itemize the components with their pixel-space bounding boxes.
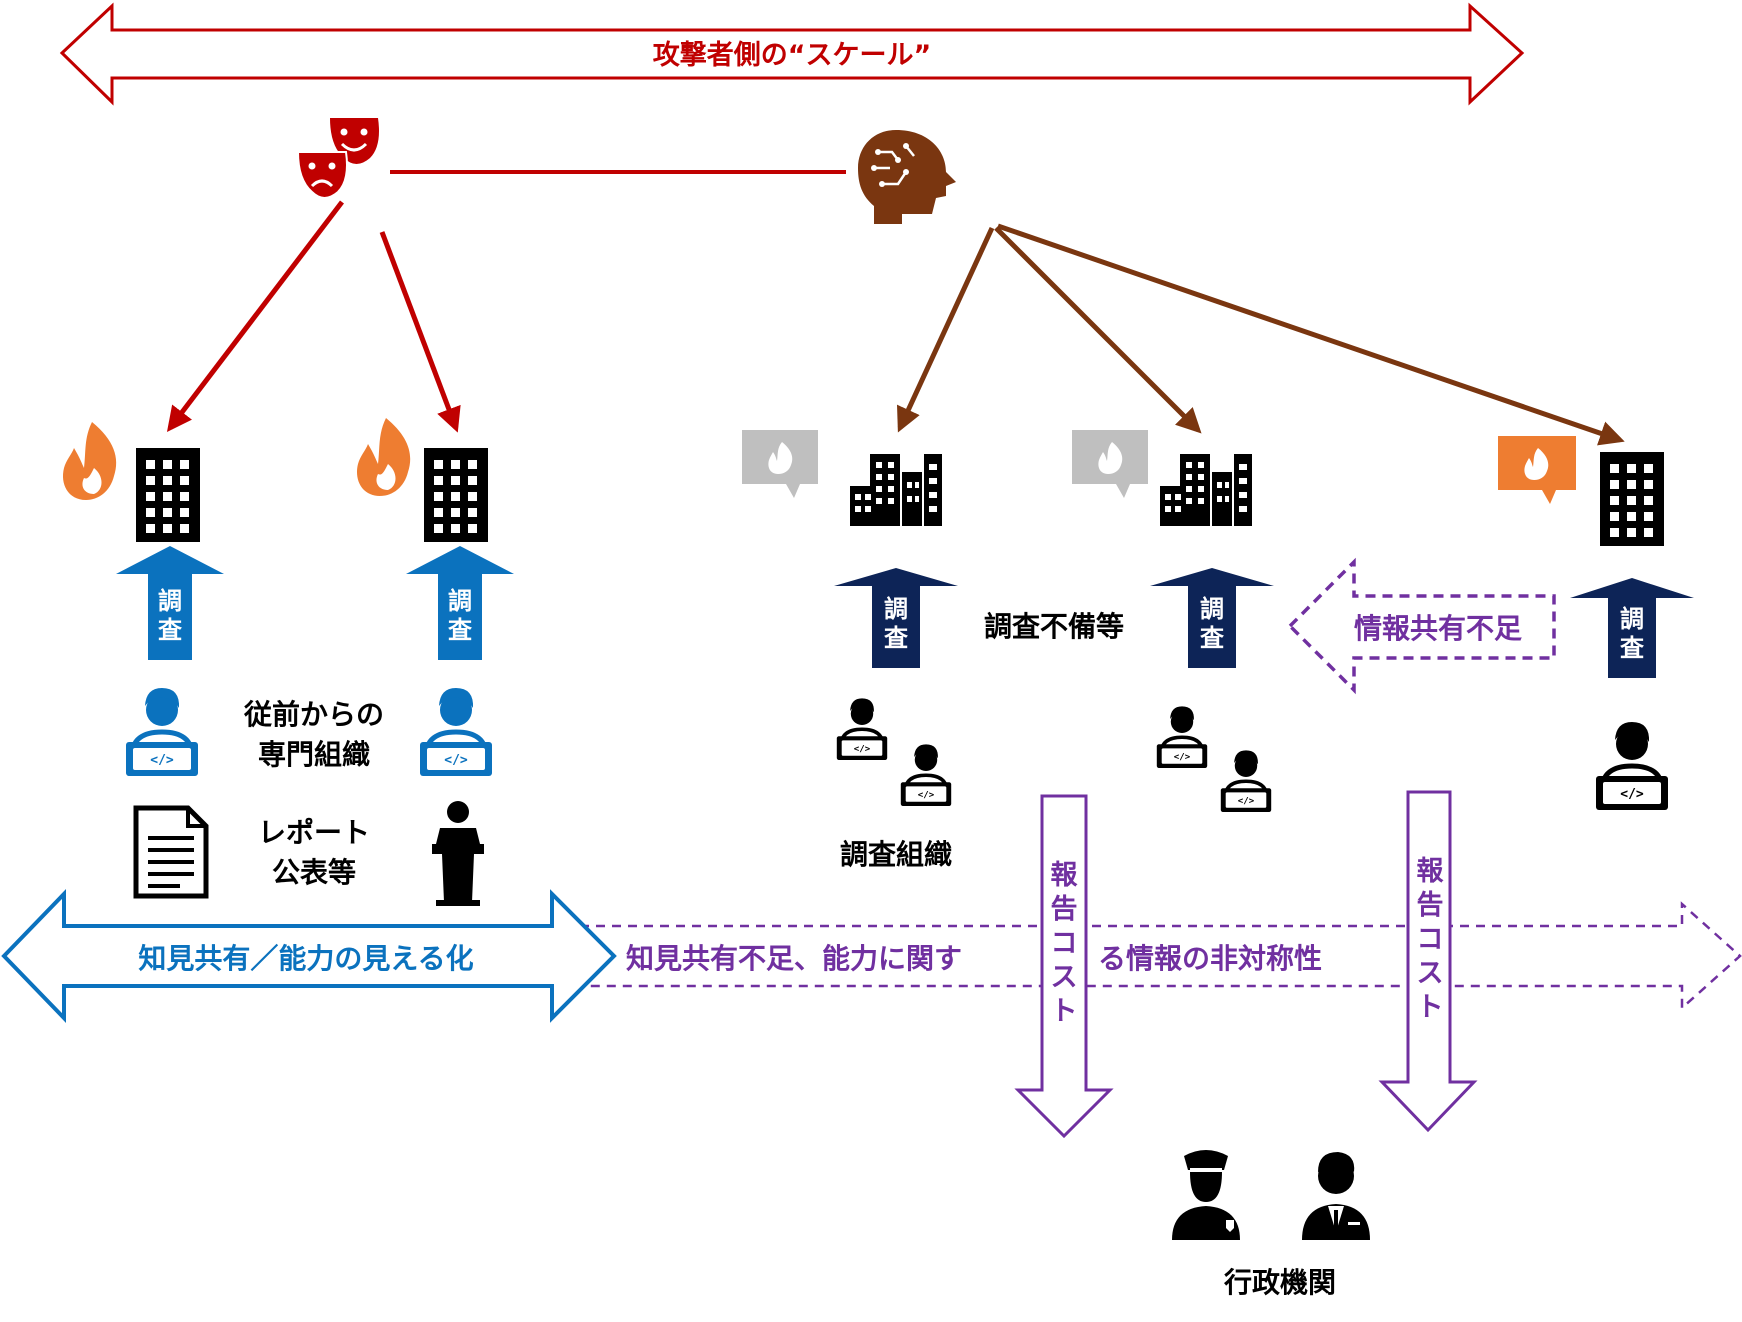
investigate-arrow-left-2: 調 査 <box>406 546 514 660</box>
developer-laptop-icon <box>899 742 953 808</box>
office-building-icon <box>136 448 200 542</box>
ai-head-icon <box>858 130 956 224</box>
svg-text:査: 査 <box>884 624 908 652</box>
developer-laptop-icon <box>1219 748 1273 814</box>
svg-text:査: 査 <box>1620 634 1644 662</box>
investigate-arrow-right-1: 調 査 <box>834 568 958 668</box>
report-cost-arrow-2: 報告コスト <box>1378 790 1478 1133</box>
vertical-text: 報告コスト <box>1417 856 1445 1023</box>
developer-laptop-icon <box>126 688 198 776</box>
investigate-arrow-right-3: 調 査 <box>1570 578 1694 678</box>
theater-masks-icon <box>296 118 379 199</box>
experts-label-line2: 専門組織 <box>258 738 370 771</box>
developer-laptop-icon <box>835 696 889 762</box>
attacker-scale-arrow: 攻撃者側の“スケール” <box>59 2 1525 106</box>
business-person-icon <box>1302 1152 1370 1240</box>
developer-laptop-icon <box>1596 722 1668 810</box>
info-asymmetry-arrow: 知見共有不足、能力に関す る情報の非対称性 <box>580 901 1742 1011</box>
vertical-text: 報告コスト <box>1051 860 1079 1027</box>
report-label-line2: 公表等 <box>272 856 356 889</box>
police-officer-icon <box>1172 1150 1240 1240</box>
office-building-icon <box>424 448 488 542</box>
svg-text:知見共有不足、能力に関す: 知見共有不足、能力に関す <box>626 942 962 975</box>
attacker-scale-label: 攻撃者側の“スケール” <box>653 40 932 71</box>
fire-chat-bubble-icon <box>742 430 818 498</box>
svg-text:調: 調 <box>158 587 182 615</box>
office-building-icon <box>1600 452 1664 546</box>
svg-text:る情報の非対称性: る情報の非対称性 <box>1098 942 1322 975</box>
speaker-podium-icon <box>432 801 484 906</box>
experts-label-line1: 従前からの <box>243 698 384 731</box>
fire-icon <box>62 422 117 500</box>
developer-laptop-icon <box>420 688 492 776</box>
svg-text:調: 調 <box>448 587 472 615</box>
attack-arrows-left <box>166 200 461 433</box>
attack-arrows-right <box>897 223 1625 446</box>
fire-icon <box>356 418 411 496</box>
svg-text:知見共有／能力の見える化: 知見共有／能力の見える化 <box>138 942 473 975</box>
city-buildings-icon <box>850 454 942 526</box>
report-cost-arrow-1: 報告コスト <box>1014 794 1114 1139</box>
svg-text:査: 査 <box>158 616 182 644</box>
svg-text:査: 査 <box>448 616 472 644</box>
svg-text:調: 調 <box>1200 595 1224 623</box>
svg-text:査: 査 <box>1200 624 1224 652</box>
inadequate-investigation-label: 調査不備等 <box>984 610 1124 643</box>
fire-chat-bubble-icon <box>1498 436 1576 504</box>
knowledge-sharing-arrow: 知見共有／能力の見える化 <box>1 889 617 1023</box>
svg-text:調: 調 <box>884 595 908 623</box>
government-agency-label: 行政機関 <box>1223 1266 1336 1299</box>
info-sharing-shortage-arrow: 情報共有不足 <box>1287 557 1556 695</box>
report-cost-label: 報告コスト <box>1051 860 1079 1027</box>
document-icon <box>133 805 209 899</box>
developer-laptop-icon <box>1155 704 1209 770</box>
investigate-arrow-left-1: 調 査 <box>116 546 224 660</box>
report-label-line1: レポート <box>258 816 370 849</box>
city-buildings-icon <box>1160 454 1252 526</box>
svg-text:調: 調 <box>1620 605 1644 633</box>
fire-chat-bubble-icon <box>1072 430 1148 498</box>
svg-text:情報共有不足: 情報共有不足 <box>1354 612 1522 645</box>
report-cost-label: 報告コスト <box>1417 856 1445 1023</box>
investigation-org-label: 調査組織 <box>840 838 952 871</box>
investigate-arrow-right-2: 調 査 <box>1150 568 1274 668</box>
